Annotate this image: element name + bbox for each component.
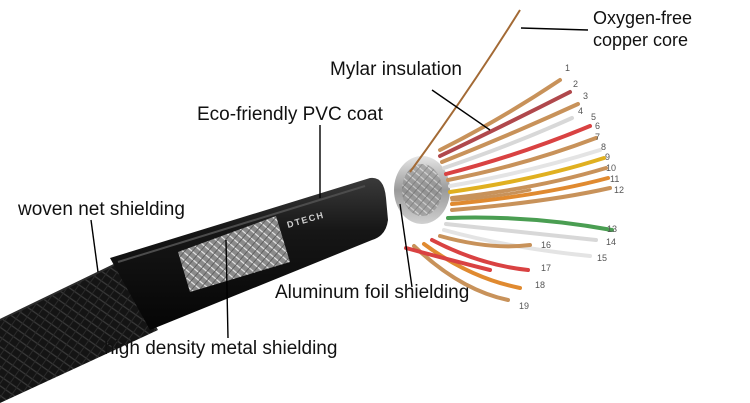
leader-mylar	[431, 89, 491, 131]
copper-core-wire	[409, 9, 521, 173]
leader-lines	[90, 27, 589, 339]
wire-number: 15	[597, 253, 608, 263]
wire-number: 9	[605, 152, 611, 162]
oxygen-label-line2: copper core	[593, 29, 689, 50]
leader-metal	[225, 239, 229, 339]
woven-net-shielding-label: woven net shielding	[18, 199, 185, 220]
woven-net-section	[0, 261, 158, 403]
wire-number: 11	[610, 174, 620, 184]
wire-bundle	[404, 78, 614, 302]
mylar-insulation-label: Mylar insulation	[330, 59, 462, 80]
pvc-coat-label: Eco-friendly PVC coat	[197, 104, 383, 125]
leader-copper-core	[520, 27, 589, 31]
wire-number: 16	[541, 240, 552, 250]
metal-braid-window	[178, 216, 290, 292]
wire-number: 10	[606, 163, 617, 173]
aluminum-foil-shielding-label: Aluminum foil shielding	[275, 282, 470, 303]
wire-number: 6	[595, 121, 601, 131]
wire-number: 17	[541, 263, 552, 273]
oxygen-label-line1: Oxygen-free	[593, 8, 693, 28]
wire-number: 4	[578, 106, 584, 116]
wire-number: 19	[519, 301, 530, 311]
wire-number: 13	[607, 224, 618, 234]
wire-number: 14	[606, 237, 617, 247]
wire-number: 3	[583, 91, 589, 101]
foil-end	[394, 156, 450, 224]
wire-number: 2	[573, 79, 579, 89]
metal-shielding-label: high density metal shielding	[104, 338, 338, 359]
leader-aluminum	[399, 203, 413, 288]
wire-number: 8	[601, 142, 607, 152]
wire-number: 1	[565, 63, 571, 73]
wire-number: 18	[535, 280, 546, 290]
oxygen-free-copper-core-label: Oxygen-free copper core	[593, 8, 692, 51]
wire-number: 12	[614, 185, 625, 195]
leader-woven	[90, 219, 99, 273]
wire-number: 5	[591, 112, 597, 122]
wire-number: 7	[595, 132, 601, 142]
